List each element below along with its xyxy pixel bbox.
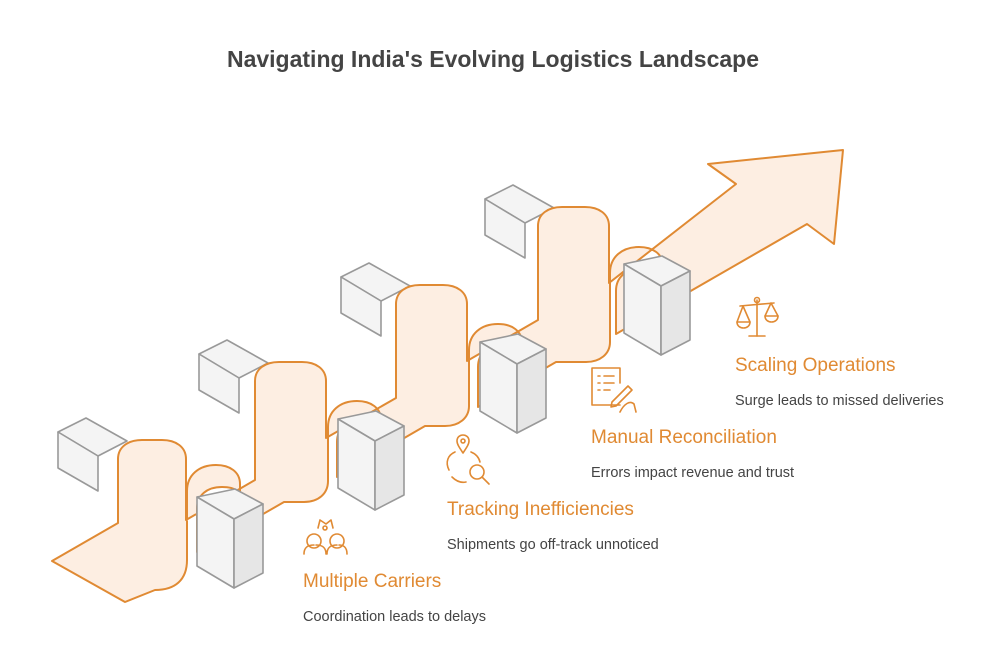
step-manual-reconciliation: Manual Reconciliation Errors impact reve… bbox=[591, 427, 794, 481]
step-scaling-operations: Scaling Operations Surge leads to missed… bbox=[735, 355, 944, 409]
step-tracking-inefficiencies: Tracking Inefficiencies Shipments go off… bbox=[447, 499, 659, 553]
step-description: Coordination leads to delays bbox=[303, 609, 486, 625]
block-1-back-face bbox=[57, 431, 99, 492]
step-title: Multiple Carriers bbox=[303, 571, 442, 592]
step-description: Errors impact revenue and trust bbox=[591, 465, 795, 481]
step-multiple-carriers: Multiple Carriers Coordination leads to … bbox=[303, 571, 486, 625]
diagram-title: Navigating India's Evolving Logistics La… bbox=[226, 46, 760, 72]
block-3-side-face bbox=[516, 348, 547, 434]
people-group-icon bbox=[303, 519, 348, 555]
block-4-back-face bbox=[484, 198, 526, 259]
block-1-side-face bbox=[233, 503, 264, 589]
step-description: Shipments go off-track unnoticed bbox=[447, 537, 659, 553]
step-title: Manual Reconciliation bbox=[591, 427, 777, 448]
balance-scale-icon bbox=[736, 296, 779, 337]
location-search-icon bbox=[446, 434, 490, 485]
step-title: Scaling Operations bbox=[735, 355, 896, 376]
step-title: Tracking Inefficiencies bbox=[447, 499, 634, 520]
block-2-back-face bbox=[198, 353, 240, 414]
block-2-side-face bbox=[374, 425, 405, 511]
step-description: Surge leads to missed deliveries bbox=[735, 393, 944, 409]
document-edit-icon bbox=[591, 367, 637, 413]
block-3-back-face bbox=[340, 276, 382, 337]
block-4-side-face bbox=[660, 270, 691, 356]
